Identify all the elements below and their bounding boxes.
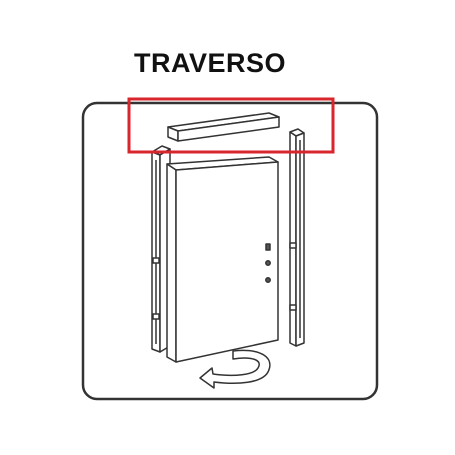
- rotate-arrow-icon: [199, 349, 271, 389]
- highlight-box: [127, 97, 335, 154]
- lintel-icon: [167, 112, 280, 142]
- right-jamb-icon: [289, 128, 305, 347]
- illustration-frame: [81, 101, 379, 401]
- diagram-title: TRAVERSO: [133, 48, 286, 78]
- door-leaf-icon: [166, 156, 279, 363]
